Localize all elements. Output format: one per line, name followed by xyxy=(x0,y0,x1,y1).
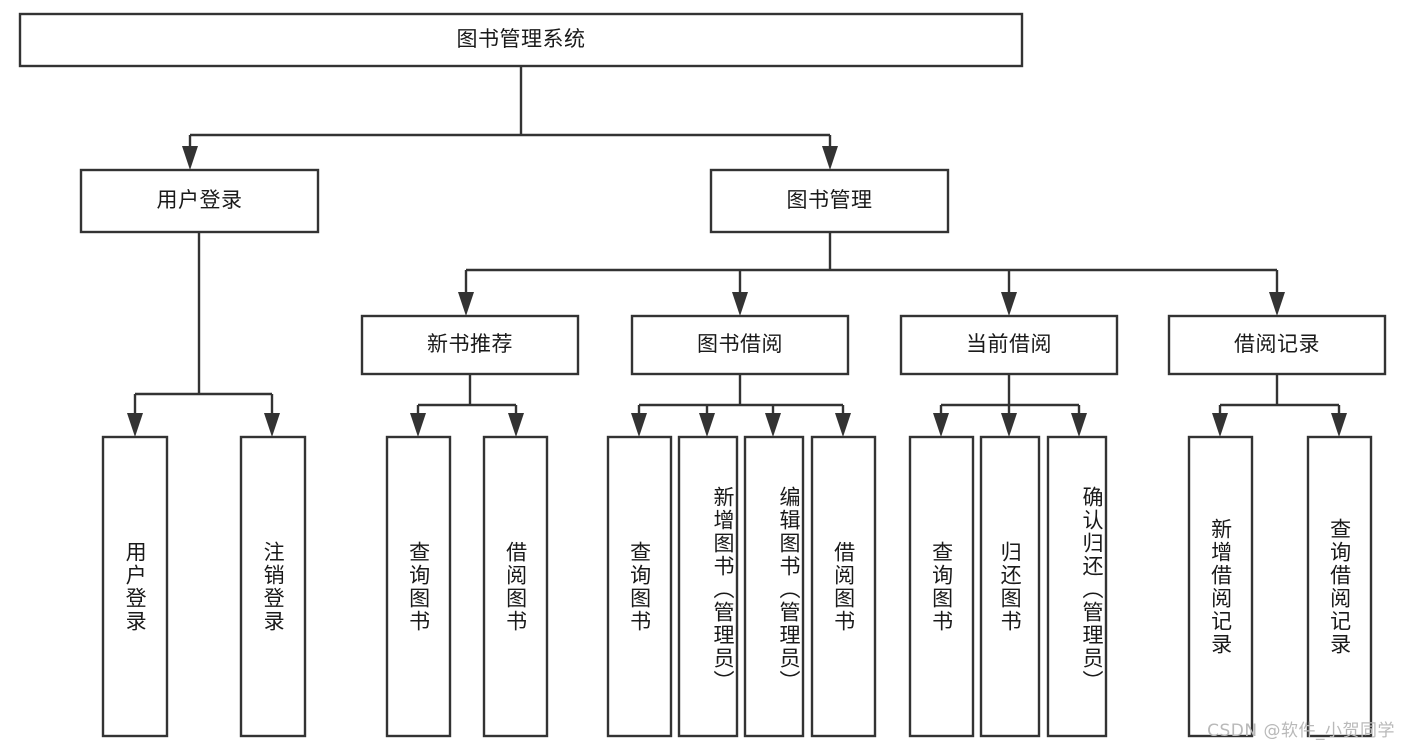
connector-currentborrow-to-leaves xyxy=(933,374,1087,437)
node-box-leaf-return-book[interactable] xyxy=(979,435,1041,738)
node-box-leaf-query-book-3[interactable] xyxy=(908,435,975,738)
node-box-leaf-add-borrow-record[interactable] xyxy=(1187,435,1254,738)
connector-bookmgmt-to-level3 xyxy=(458,232,1285,316)
connector-borrowrecord-to-leaves xyxy=(1212,374,1347,437)
connector-root-to-level2 xyxy=(182,66,838,170)
node-box-leaf-borrow-book-2[interactable] xyxy=(810,435,877,738)
node-box-book-management[interactable] xyxy=(709,168,950,234)
node-box-leaf-borrow-book-1[interactable] xyxy=(482,435,549,738)
connector-userlogin-to-leaves xyxy=(127,232,280,437)
node-box-leaf-confirm-return-admin[interactable] xyxy=(1046,435,1108,738)
node-box-leaf-add-book-admin[interactable] xyxy=(677,435,739,738)
node-box-current-borrow[interactable] xyxy=(899,314,1119,376)
node-box-leaf-edit-book-admin[interactable] xyxy=(743,435,805,738)
connector-newbook-to-leaves xyxy=(410,374,524,437)
connector-bookborrow-to-leaves xyxy=(631,374,851,437)
node-box-leaf-user-login[interactable] xyxy=(101,435,169,738)
node-box-user-login[interactable] xyxy=(79,168,320,234)
watermark-text: CSDN @软件_小贺同学 xyxy=(1207,721,1395,741)
node-box-leaf-query-book-2[interactable] xyxy=(606,435,673,738)
node-box-new-book-recommend[interactable] xyxy=(360,314,580,376)
node-box-borrow-record[interactable] xyxy=(1167,314,1387,376)
node-box-leaf-logout-login[interactable] xyxy=(239,435,307,738)
node-box-book-borrow[interactable] xyxy=(630,314,850,376)
node-box-leaf-query-book-1[interactable] xyxy=(385,435,452,738)
node-box-leaf-query-borrow-record[interactable] xyxy=(1306,435,1373,738)
node-box-root[interactable] xyxy=(18,12,1024,68)
